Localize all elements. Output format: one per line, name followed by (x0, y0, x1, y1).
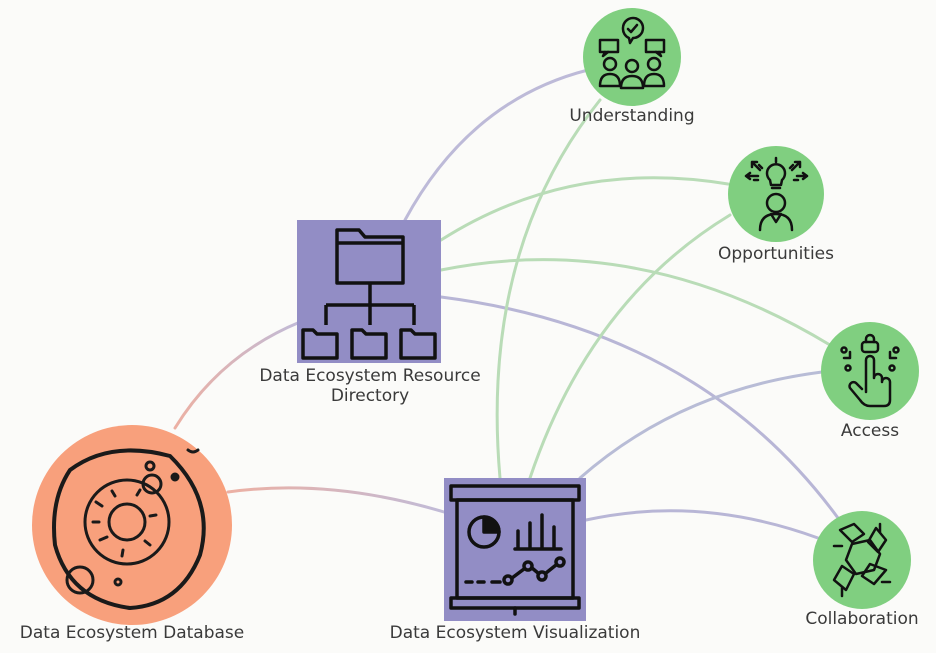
edge-resource-collaboration (439, 295, 840, 520)
opportunities-label: Opportunities (718, 244, 834, 264)
cell-icon (52, 448, 206, 611)
edge-resource-opportunities (439, 176, 730, 242)
visualization-label: Data Ecosystem Visualization (389, 623, 641, 643)
edge-visualization-opportunities (528, 213, 732, 480)
node-access (821, 322, 919, 420)
edge-database-visualization (226, 486, 446, 514)
presentation-chart-icon (449, 484, 581, 616)
resource-directory-label-line2: Directory (330, 386, 410, 406)
node-visualization (444, 478, 586, 621)
team-discussion-icon (598, 16, 666, 90)
node-opportunities (728, 146, 824, 242)
hand-touch-icon (840, 333, 900, 408)
folder-hierarchy-icon (301, 228, 437, 360)
edge-visualization-access (578, 370, 824, 480)
collaboration-label: Collaboration (805, 609, 919, 629)
node-resource-directory (297, 220, 441, 363)
node-database (32, 425, 232, 625)
understanding-label: Understanding (569, 106, 695, 126)
edge-resource-understanding (403, 68, 590, 222)
database-label: Data Ecosystem Database (19, 623, 245, 643)
access-label: Access (840, 421, 900, 441)
edge-visualization-understanding (495, 98, 602, 480)
person-lightbulb-icon (744, 156, 809, 232)
edge-resource-access (439, 258, 832, 347)
edge-database-resource (173, 320, 302, 430)
node-understanding (583, 8, 681, 106)
resource-directory-label-line1: Data Ecosystem Resource (259, 366, 481, 386)
node-collaboration (813, 511, 911, 609)
hands-together-icon (832, 522, 892, 598)
edge-visualization-collaboration (584, 509, 820, 540)
